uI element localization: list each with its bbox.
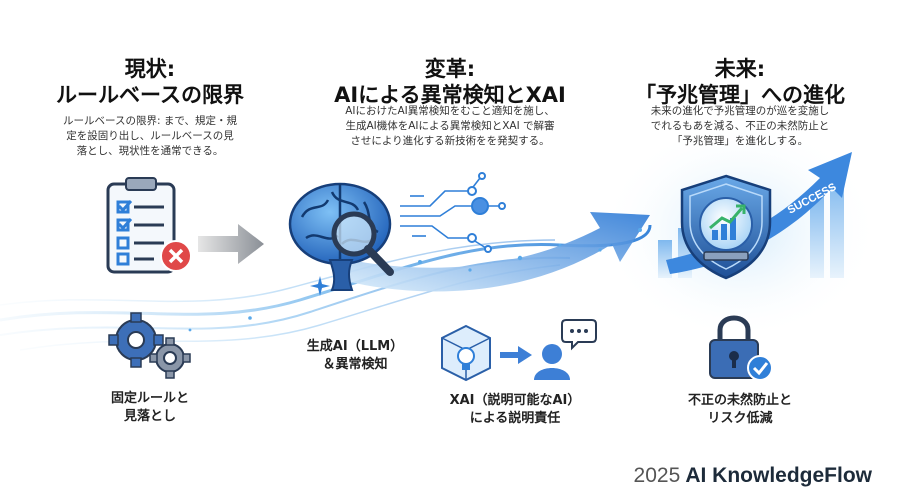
column3-title: 未来: 「予兆管理」への進化 [600, 56, 880, 108]
column2-mid-label-line: ＆異常検知 [322, 357, 388, 372]
column3-desc-line: 未来の進化で予兆管理のが巡を変施し [650, 105, 830, 117]
circuit-network-icon [400, 172, 506, 253]
column2-mid-label-line: 生成AI（LLM） [306, 339, 404, 354]
brain-magnifier-icon [288, 182, 394, 291]
footer-year: 2025 [633, 464, 681, 487]
column2-bottom-label-line: XAI（説明可能なAI） [449, 393, 581, 408]
column3-description: 未来の進化で予兆管理のが巡を変施し でれるもあを減る、不正の未然防止と 「予兆管… [615, 104, 865, 149]
column3-title-line2: 「予兆管理」への進化 [635, 83, 845, 107]
column3-desc-line: 「予兆管理」を進化しする。 [671, 135, 809, 147]
column1-bottom-label: 固定ルールと 見落とし [80, 390, 220, 426]
xai-cube-bulb-icon [441, 324, 491, 382]
column1-bottom-label-line: 見落とし [123, 409, 176, 424]
column1-title-line1: 現状: [124, 57, 176, 81]
column3-title-line1: 未来: [714, 57, 766, 81]
blue-arrow-icon [500, 346, 532, 364]
column3-desc-line: でれるもあを減る、不正の未然防止と [650, 120, 830, 132]
person-speech-bubble-icon [534, 319, 597, 380]
column2-description: AIにおけたAI異常検知をむこと適知を施し、 生成AI機体をAIによる異常検知と… [300, 104, 600, 149]
clipboard-checklist-icon [106, 177, 192, 274]
column2-desc-line: AIにおけたAI異常検知をむこと適知を施し、 [345, 105, 555, 117]
gray-arrow-icon [198, 224, 264, 264]
column3-bottom-label: 不正の未然防止と リスク低減 [660, 392, 820, 428]
column3-bottom-label-line: リスク低減 [707, 411, 773, 426]
column1-bottom-label-line: 固定ルールと [110, 391, 189, 406]
padlock-check-icon [709, 315, 773, 381]
column1-title: 現状: ルールベースの限界 [30, 56, 270, 108]
gears-icon [108, 312, 191, 379]
column1-desc-line: 落とし、現状性を通常できる。 [76, 145, 224, 157]
column3-bottom-label-line: 不正の未然防止と [687, 393, 792, 408]
column1-title-line2: ルールベースの限界 [56, 83, 244, 107]
column2-mid-label: 生成AI（LLM） ＆異常検知 [290, 338, 420, 374]
column2-title: 変革: AIによる異常検知とXAI [300, 56, 600, 108]
shield-growth-chart-icon [680, 174, 772, 280]
column2-desc-line: させにより進化する新技術をを発契する。 [350, 135, 550, 147]
column1-desc-line: 定を設固り出し、ルールベースの見 [66, 130, 234, 142]
column1-desc-line: ルールベースの限界: まで、規定・規 [63, 115, 237, 127]
column2-desc-line: 生成AI機体をAIによる異常検知とXAI で解審 [345, 120, 555, 132]
column2-bottom-label: XAI（説明可能なAI） による説明責任 [430, 392, 600, 428]
column1-description: ルールベースの限界: まで、規定・規 定を設固り出し、ルールベースの見 落とし、… [40, 114, 260, 159]
footer-brand: AI KnowledgeFlow [685, 464, 872, 487]
column2-title-line2: AIによる異常検知とXAI [334, 83, 566, 107]
footer-branding: 2025 AI KnowledgeFlow [634, 464, 872, 488]
column2-title-line1: 変革: [424, 57, 476, 81]
column2-bottom-label-line: による説明責任 [469, 411, 561, 426]
sparkle-icon [310, 276, 330, 296]
success-growth-arrow: SUCCESS [658, 152, 852, 278]
